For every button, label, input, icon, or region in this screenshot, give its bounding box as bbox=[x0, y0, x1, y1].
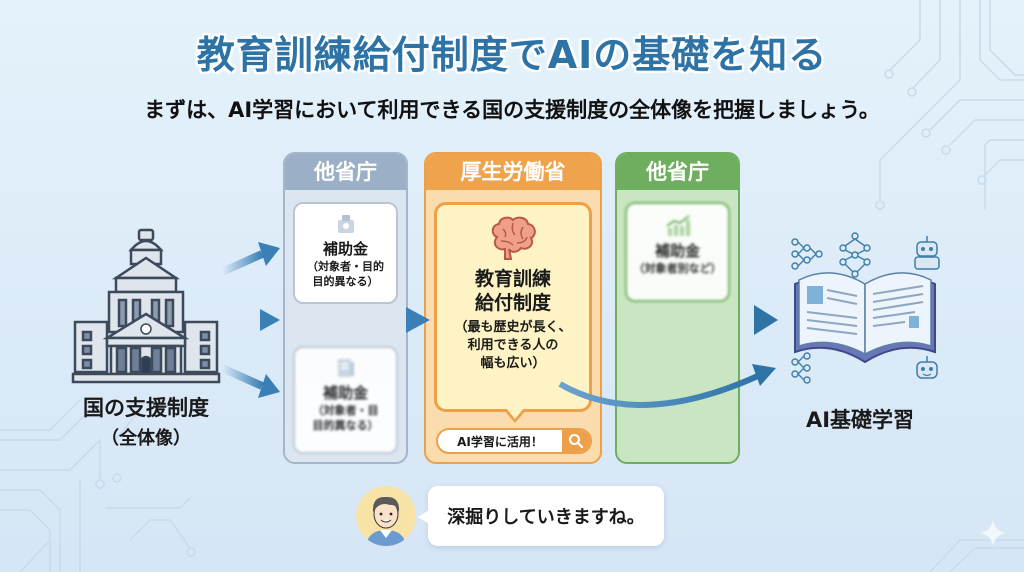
sparkle-icon bbox=[980, 520, 1006, 546]
speech-bubble: 深掘りしていきますね。 bbox=[418, 486, 664, 546]
search-icon[interactable] bbox=[562, 430, 590, 452]
pill-label: AI学習に活用！ bbox=[457, 434, 543, 449]
growth-chart-icon bbox=[665, 215, 690, 236]
brain-icon bbox=[491, 216, 536, 260]
card-title: 補助金 bbox=[322, 240, 368, 258]
national-support-label: 国の支援制度 bbox=[83, 396, 209, 420]
open-book-ai-icon bbox=[791, 232, 940, 384]
card-sub: 目的異なる） bbox=[312, 419, 379, 432]
card-sub: （対象者別など） bbox=[633, 262, 722, 275]
main-title: 教育訓練 bbox=[474, 268, 551, 290]
subsidy-card[interactable]: 補助金 （対象者・目 目的異なる） bbox=[293, 346, 398, 454]
ai-learning-label: AI基礎学習 bbox=[805, 408, 915, 432]
column-header: 他省庁 bbox=[617, 154, 738, 190]
card-title: 補助金 bbox=[654, 242, 700, 260]
column-other-ministry-2: 他省庁 補助金 （対象者別など） bbox=[615, 152, 740, 464]
national-support-sublabel: （全体像） bbox=[101, 428, 191, 449]
card-sub: （対象者・目 bbox=[312, 404, 379, 417]
ai-learning-search-pill[interactable]: AI学習に活用！ bbox=[436, 428, 592, 454]
main-sub: 利用できる人の bbox=[467, 338, 559, 353]
ai-learning-illustration bbox=[775, 228, 955, 402]
column-header: 他省庁 bbox=[285, 154, 406, 190]
man-avatar bbox=[356, 486, 416, 546]
robot-icon bbox=[914, 236, 940, 270]
subsidy-icon bbox=[337, 215, 354, 233]
main-sub: （最も歴史が長く、 bbox=[454, 320, 572, 335]
page-subtitle: まずは、AI学習において利用できる国の支援制度の全体像を把握しましょう。 bbox=[144, 98, 880, 122]
subsidy-card[interactable]: 補助金 （対象者・目的 目的異なる） bbox=[293, 202, 398, 304]
column-other-ministry-1: 他省庁 補助金 （対象者・目的 目的異なる） 補助金 （対象者・目 目的異なる） bbox=[283, 152, 408, 464]
national-support-system: 国の支援制度 （全体像） bbox=[56, 228, 236, 450]
document-icon bbox=[337, 359, 354, 377]
column-mhlw: 厚生労働省 教育訓練 給付制度 （最も歴史が長く、 利用できる人の 幅も広い） … bbox=[424, 152, 602, 464]
page-title: 教育訓練給付制度でAIの基礎を知る bbox=[196, 33, 828, 77]
government-building-icon bbox=[71, 228, 221, 384]
robot-icon bbox=[916, 356, 938, 379]
main-title: 給付制度 bbox=[474, 292, 551, 314]
main-sub: 幅も広い） bbox=[480, 356, 546, 371]
education-training-benefit-card[interactable]: 教育訓練 給付制度 （最も歴史が長く、 利用できる人の 幅も広い） bbox=[434, 202, 592, 423]
card-sub: 目的異なる） bbox=[312, 275, 379, 288]
card-title: 補助金 bbox=[322, 384, 368, 402]
subsidy-card[interactable]: 補助金 （対象者別など） bbox=[625, 202, 730, 302]
column-header: 厚生労働省 bbox=[426, 154, 600, 190]
card-sub: （対象者・目的 bbox=[307, 260, 384, 273]
